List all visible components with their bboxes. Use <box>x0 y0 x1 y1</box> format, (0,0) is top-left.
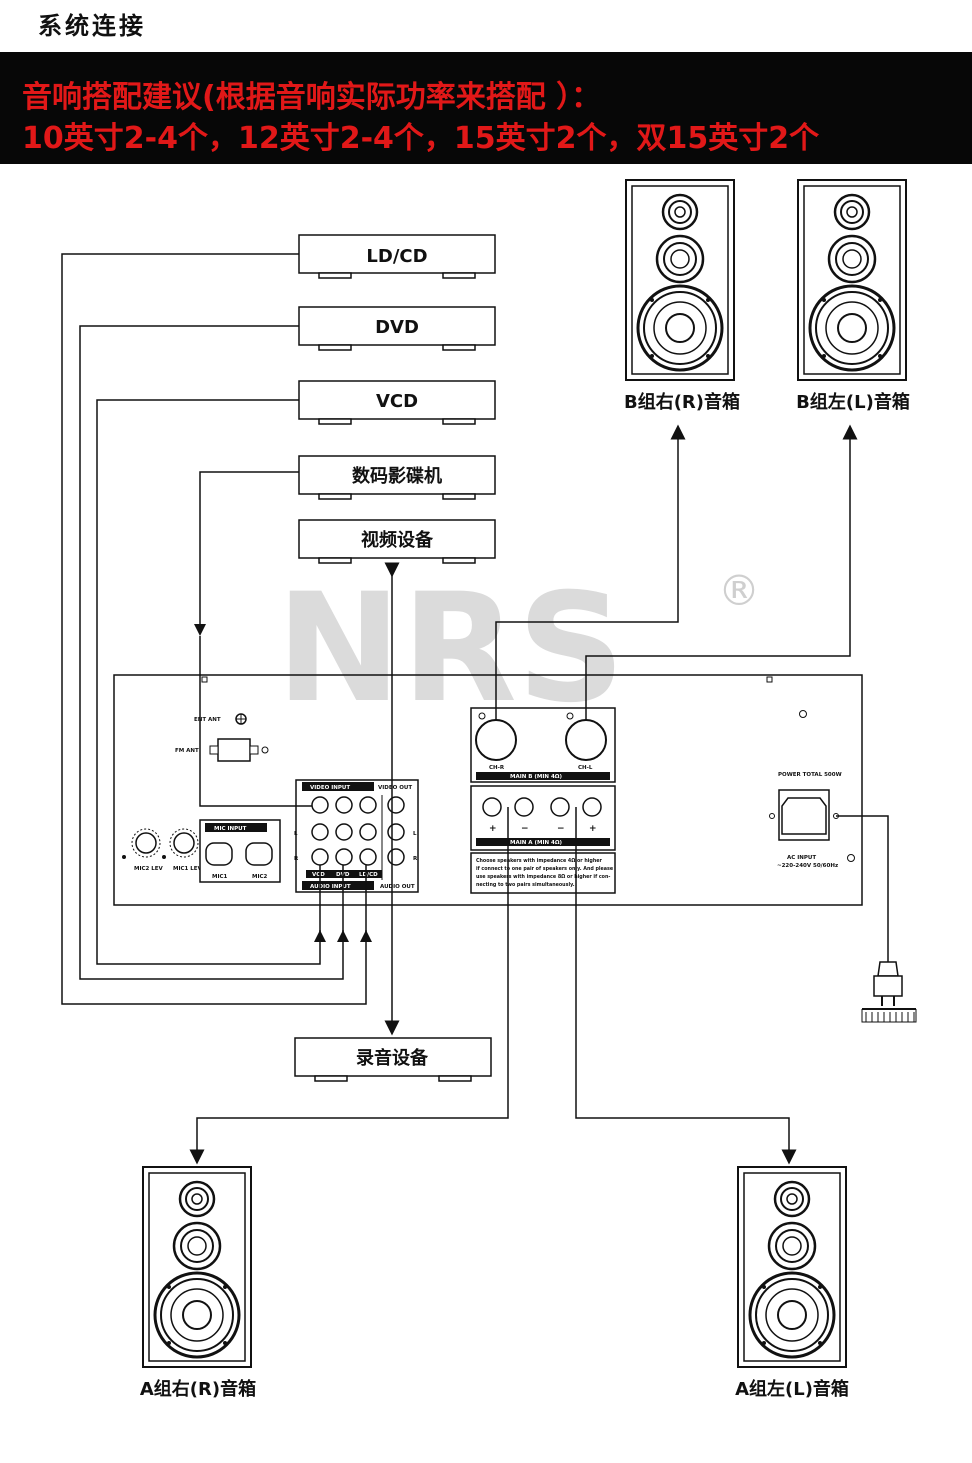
ant1-label: ENT ANT <box>194 717 221 723</box>
mic2-label: MIC2 <box>252 874 268 880</box>
banner-line-2: 10英寸2-4个，12英寸2-4个，15英寸2个，双15英寸2个 <box>22 121 820 156</box>
power-label: POWER TOTAL 500W <box>778 772 842 778</box>
wire-ldcd <box>61 253 367 1005</box>
wire-a-left <box>575 807 797 1165</box>
power-plug-icon <box>836 815 917 1023</box>
antenna-screw-icon <box>235 713 247 725</box>
main-b-output: CH-R CH-L MAIN B (MIN 4Ω) <box>470 707 616 783</box>
wire-a-right <box>189 807 509 1165</box>
recorder-device: 录音设备 <box>294 1037 492 1082</box>
speaker-b-left-label: B组左(L)音箱 <box>796 391 910 413</box>
warning-line-2: if connect to one pair of speakers only.… <box>476 866 614 872</box>
recorder-label: 录音设备 <box>356 1047 429 1069</box>
mic-knob2-label: MIC1 LEV <box>173 866 203 872</box>
wire-vcd <box>96 399 321 965</box>
main-b-label: MAIN B (MIN 4Ω) <box>510 774 562 780</box>
audio-out-label: AUDIO OUT <box>380 884 415 890</box>
dvd-label: DVD <box>375 317 419 338</box>
ant2-label: FM ANT <box>175 748 199 754</box>
warning-line-4: necting to two pairs simultaneously. <box>476 882 575 888</box>
svg-text:+: + <box>589 824 597 834</box>
video-out-label: VIDEO OUT <box>378 785 412 791</box>
ch-r-label: CH-R <box>489 765 505 771</box>
mic-knob1-label: MIC2 LEV <box>134 866 164 872</box>
fm-antenna-connector-icon <box>209 738 269 762</box>
left-mark: L <box>294 831 298 837</box>
wire-video-in <box>199 636 312 807</box>
speaker-b-left: B组左(L)音箱 <box>796 178 910 413</box>
svg-text:+: + <box>489 824 497 834</box>
left-mark-out: L <box>413 831 417 837</box>
ldcd-tab: LD/CD <box>359 872 378 878</box>
input-arrows <box>194 624 372 942</box>
digital-player-label: 数码影碟机 <box>352 465 442 487</box>
speaker-a-right: A组右(R)音箱 <box>140 1165 256 1400</box>
banner-line-1: 音响搭配建议(根据音响实际功率来搭配 ）： <box>22 80 602 115</box>
ac-input-label: AC INPUT <box>787 855 816 861</box>
ac-input: POWER TOTAL 500W AC INPUT ~220-240V 50/6… <box>769 772 842 869</box>
wire-digital-player <box>199 471 299 630</box>
wire-dvd <box>79 325 344 980</box>
ch-l-label: CH-L <box>578 765 593 771</box>
video-device: 视频设备 <box>298 519 496 564</box>
av-jack-panel: VIDEO INPUT VIDEO OUT L R L R VCD DVD <box>294 779 419 893</box>
wire-b-right <box>495 424 686 720</box>
mic-input-label: MIC INPUT <box>214 826 247 832</box>
mic1-label: MIC1 <box>212 874 228 880</box>
mic-level-knob-icon <box>122 828 199 859</box>
speaker-a-left: A组左(L)音箱 <box>735 1165 849 1400</box>
warning-line-3: use speakers with impedance 8Ω or higher… <box>476 874 610 880</box>
svg-text:−: − <box>557 824 565 834</box>
audio-input-label: AUDIO INPUT <box>310 884 351 890</box>
warning-line-1: Choose speakers with impedance 4Ω or hig… <box>476 858 603 864</box>
connection-wires <box>61 253 858 1165</box>
right-mark: R <box>294 856 299 862</box>
speaker-a-left-label: A组左(L)音箱 <box>735 1378 849 1400</box>
wire-b-left <box>585 424 858 720</box>
ac-spec-label: ~220-240V 50/60Hz <box>777 863 838 869</box>
vcd-label: VCD <box>376 391 418 412</box>
page-title: 系统连接 <box>38 12 146 40</box>
mic-input-block: MIC INPUT MIC1 MIC2 <box>199 819 281 883</box>
vcd-tab: VCD <box>312 872 325 878</box>
vcd-player: VCD <box>298 380 496 425</box>
ld-cd-player: LD/CD <box>298 234 496 279</box>
watermark: NRS <box>276 562 625 736</box>
main-a-label: MAIN A (MIN 4Ω) <box>510 840 563 846</box>
impedance-warning: Choose speakers with impedance 4Ω or hig… <box>470 852 616 894</box>
speaker-recommendation-banner: 音响搭配建议(根据音响实际功率来搭配 ）： 10英寸2-4个，12英寸2-4个，… <box>0 52 972 164</box>
ld-cd-label: LD/CD <box>366 246 427 267</box>
dvd-player: DVD <box>298 306 496 351</box>
video-device-label: 视频设备 <box>361 529 434 551</box>
amplifier-rear-panel: ENT ANT FM ANT MIC2 LEV MIC1 LEV <box>113 674 863 906</box>
video-input-label: VIDEO INPUT <box>310 785 350 791</box>
svg-text:−: − <box>521 824 529 834</box>
digital-player: 数码影碟机 <box>298 455 496 500</box>
speaker-b-right-label: B组右(R)音箱 <box>624 391 740 413</box>
speaker-b-right: B组右(R)音箱 <box>624 178 740 413</box>
speaker-a-right-label: A组右(R)音箱 <box>140 1378 256 1400</box>
right-mark-out: R <box>413 856 418 862</box>
main-a-output: + − − + MAIN A (MIN 4Ω) <box>470 785 616 851</box>
registered-mark: ® <box>718 566 760 615</box>
